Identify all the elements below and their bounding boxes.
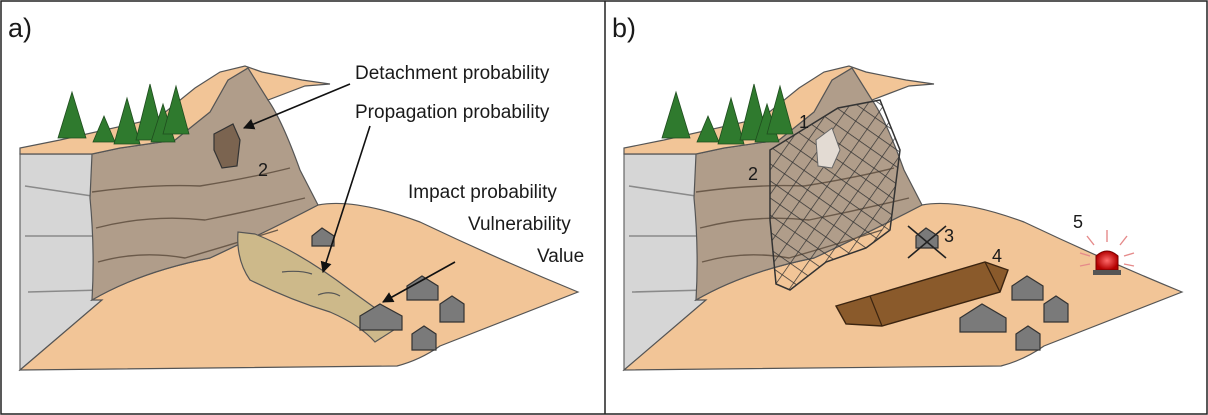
panel-a: a) 2 [8, 13, 584, 372]
tree-cluster-b [661, 83, 794, 145]
number-b5: 5 [1073, 212, 1083, 232]
cliff-number-a2: 2 [258, 160, 268, 180]
removed-house [907, 225, 947, 259]
tree-cluster [57, 83, 190, 145]
label-propagation: Propagation probability [355, 102, 550, 123]
panel-b: b) [612, 13, 1184, 372]
label-vulnerability: Vulnerability [468, 214, 571, 235]
number-b2: 2 [748, 164, 758, 184]
detachment-block [213, 123, 241, 169]
label-value: Value [537, 246, 584, 267]
label-impact: Impact probability [408, 182, 557, 203]
houses-a [311, 227, 465, 351]
houses-b [959, 275, 1069, 351]
protective-net [769, 99, 901, 291]
alarm-siren [1079, 230, 1135, 275]
panel-b-tag: b) [612, 13, 636, 43]
number-b3: 3 [944, 226, 954, 246]
number-b1: 1 [799, 112, 809, 132]
arrow-impact [382, 261, 456, 303]
protective-barrier [834, 261, 1009, 327]
arrow-propagation [320, 125, 371, 274]
number-b4: 4 [992, 246, 1002, 266]
label-detachment: Detachment probability [355, 63, 550, 84]
panel-a-tag: a) [8, 13, 32, 43]
arrow-detachment [242, 83, 351, 130]
deposit-lobe [237, 231, 402, 343]
